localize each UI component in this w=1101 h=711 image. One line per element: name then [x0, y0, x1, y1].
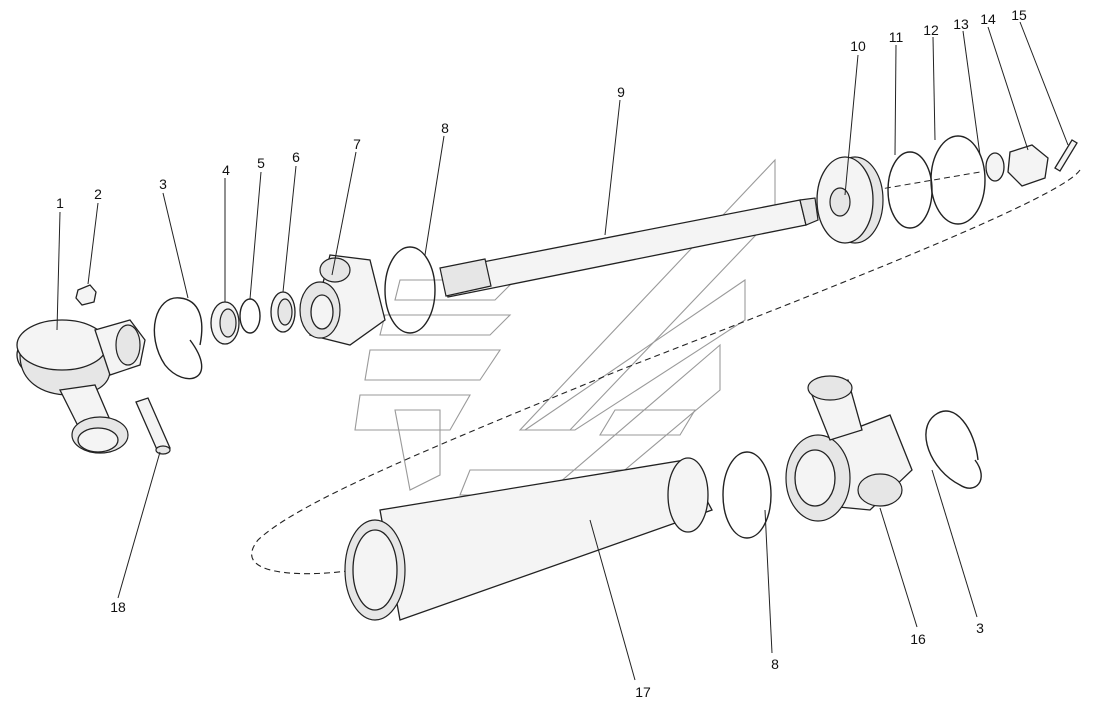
callout-13: 13	[953, 16, 969, 32]
part-18-bolt	[135, 397, 171, 455]
axis-line-top	[874, 171, 981, 191]
part-5-ring	[239, 298, 261, 334]
part-3-circlip-right	[925, 410, 982, 489]
part-10-piston	[816, 156, 884, 244]
callout-4: 4	[222, 162, 230, 178]
callout-3-right: 3	[976, 620, 984, 636]
callout-8-top: 8	[441, 120, 449, 136]
callout-6: 6	[292, 149, 300, 165]
callout-5: 5	[257, 155, 265, 171]
callout-12: 12	[923, 22, 939, 38]
callout-labels: 1 2 3 4 5 6 7 8 9 10 11 12 13 14 15 18 1…	[56, 7, 1027, 700]
part-8-oring-bottom	[722, 451, 772, 539]
part-4-seal-bore	[219, 308, 237, 338]
callout-16: 16	[910, 631, 926, 647]
part-13-washer	[985, 152, 1005, 182]
callout-2: 2	[94, 186, 102, 202]
callout-18: 18	[110, 599, 126, 615]
callout-17: 17	[635, 684, 651, 700]
part-15-cotter-pin	[1054, 139, 1078, 172]
assembly-path-dashed	[251, 169, 1081, 575]
callout-9: 9	[617, 84, 625, 100]
callout-7: 7	[353, 136, 361, 152]
callout-10: 10	[850, 38, 866, 54]
part-12-ring	[930, 135, 986, 225]
watermark-logo	[354, 158, 776, 496]
callout-8-bottom: 8	[771, 656, 779, 672]
part-11-ring	[887, 151, 933, 229]
part-14-castle-nut	[1007, 144, 1049, 187]
part-16-end-cap	[785, 375, 913, 522]
part-6-seal-bore	[277, 298, 293, 326]
part-8-oring-top	[384, 246, 436, 334]
part-7-gland	[299, 254, 386, 346]
callout-14: 14	[980, 11, 996, 27]
part-1-rod-end	[16, 319, 146, 454]
callout-11: 11	[889, 29, 904, 45]
part-17-cylinder-tube	[344, 457, 713, 621]
callout-15: 15	[1011, 7, 1027, 23]
part-2-nut	[75, 284, 97, 306]
part-3-circlip-left	[153, 297, 203, 380]
callout-3-left: 3	[159, 176, 167, 192]
leader-lines	[56, 21, 1069, 681]
part-9-rod	[439, 197, 819, 298]
callout-1: 1	[56, 195, 64, 211]
